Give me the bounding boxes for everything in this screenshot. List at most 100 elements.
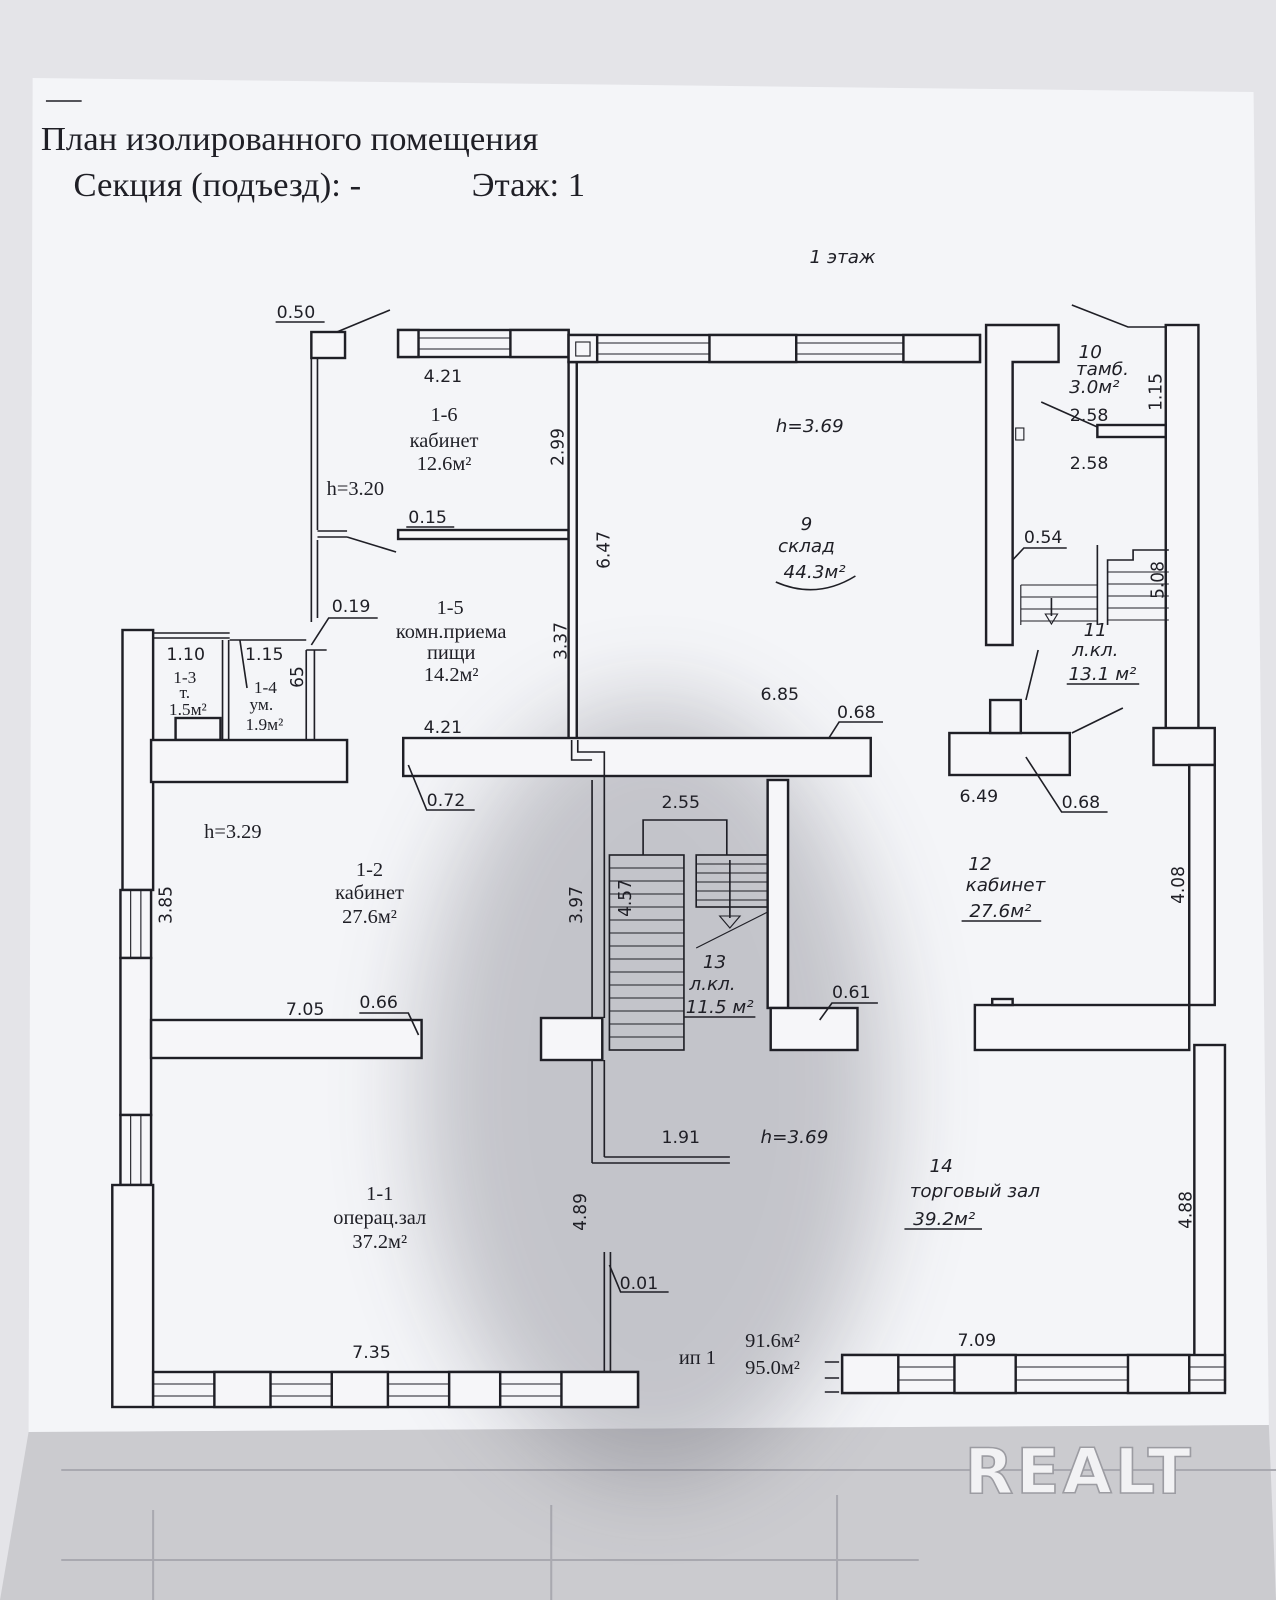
wall-12-stub <box>988 698 1023 735</box>
dim-r10-width-a: 2.58 <box>1070 406 1109 426</box>
stair-arrow-icon <box>1044 613 1059 626</box>
leader-line <box>275 309 391 333</box>
room-number: 1-6 <box>430 404 457 426</box>
dim-r10-depth: 1.15 <box>1147 373 1167 411</box>
ceiling-height-9: h=3.69 <box>776 416 844 437</box>
floor-caption: 1 этаж <box>809 247 876 268</box>
room-name: л.кл. <box>688 974 735 995</box>
wall-block <box>560 1370 640 1409</box>
stair-11-divider <box>1096 545 1169 625</box>
wall-notch <box>990 997 1014 1007</box>
room-name: т. <box>179 683 190 702</box>
photo-shadow <box>418 700 889 1480</box>
room-area: 27.6м² <box>342 906 397 928</box>
room-name: ум. <box>249 695 273 714</box>
wall-12-top <box>948 731 1072 777</box>
dim-r1-1-depth: 4.89 <box>571 1193 591 1231</box>
wall-left-middle <box>119 956 153 1117</box>
window-1-6 <box>418 337 511 350</box>
dim-r13-depth: 4.57 <box>616 879 636 917</box>
room-area: 1.9м² <box>245 715 283 734</box>
dim-r1-2-width: 7.05 <box>286 1000 325 1020</box>
area-underline <box>775 575 856 591</box>
dim-r14-depth: 4.88 <box>1176 1191 1196 1229</box>
wall-1-1-right <box>603 1252 612 1372</box>
room-number: 1-3 <box>173 668 196 687</box>
room-name: тамб. <box>1076 359 1129 380</box>
dim-r1-6-width: 4.21 <box>424 367 463 387</box>
room-number: 11 <box>1084 620 1107 641</box>
stair-13-landing <box>642 819 728 855</box>
partition-1-3-1-4 <box>221 639 248 740</box>
room-1-3-label: 1-3 т. 1.5м² <box>169 668 207 719</box>
tambour-partition <box>1096 423 1167 439</box>
room-1-6-label: 1-6 кабинет 12.6м² <box>410 404 479 475</box>
wall-right-12 <box>1188 763 1216 1007</box>
vertical-dimensions: 2.99 6.47 3.37 65 3.85 3.97 4.57 4.89 4.… <box>156 373 1196 1231</box>
partition-stub <box>317 530 397 553</box>
dim-r12-depth: 4.08 <box>1169 866 1189 904</box>
room-name: кабинет <box>335 882 404 904</box>
dim-wall-1-5: 0.72 <box>427 791 466 811</box>
lower-sheet <box>0 1425 1276 1600</box>
dim-r9-depth: 6.47 <box>594 531 614 569</box>
wall-small-rooms-top <box>153 632 307 641</box>
stair-13-steps-right <box>695 863 768 949</box>
stair-13-flight-left <box>608 854 685 1051</box>
wall-1-2-1-1 <box>149 1018 423 1060</box>
room-number: 1-2 <box>356 859 383 881</box>
room-number: 1-4 <box>254 678 278 697</box>
leader-line <box>1012 547 1067 561</box>
dim-wall-13: 0.61 <box>832 983 871 1003</box>
dim-r10-width-b: 2.58 <box>1070 454 1109 474</box>
dim-wall-1-2: 0.66 <box>359 993 398 1013</box>
room-area: 13.1 м² <box>1069 664 1137 685</box>
dim-r9-width: 6.85 <box>760 685 799 705</box>
dim-door-1-5: 0.19 <box>332 597 371 617</box>
wall-block <box>902 333 982 364</box>
door-mark <box>1015 427 1025 441</box>
dim-wall-1-1: 0.01 <box>620 1274 659 1294</box>
dim-column-top: 0.50 <box>277 303 316 323</box>
wall-block <box>396 328 420 359</box>
wall-block <box>213 1370 272 1409</box>
leader-line <box>828 721 883 739</box>
premises-label: ип 1 <box>679 1347 716 1369</box>
total-area-full: 95.0м² <box>745 1357 800 1379</box>
stair-13-wall-left <box>591 780 730 1164</box>
dim-r13-width: 2.55 <box>661 793 700 813</box>
wall-9-right <box>984 323 1060 647</box>
dim-r1-3-width: 1.10 <box>166 645 205 665</box>
wall-1-4-right <box>305 649 327 740</box>
room-number: 14 <box>929 1156 952 1177</box>
wall-block <box>509 328 570 359</box>
window-left-2 <box>119 1113 153 1187</box>
room-11-label: 11 л.кл. 13.1 м² <box>1069 620 1137 685</box>
wall-block <box>330 1370 390 1409</box>
window-left-1 <box>119 888 153 960</box>
room-name: торговый зал <box>910 1181 1041 1202</box>
wall-block <box>840 1353 900 1395</box>
room-13-label: 13 л.кл. 11.5 м² <box>686 952 754 1018</box>
leader-line <box>310 617 378 646</box>
leader-line <box>608 1264 669 1293</box>
room-area: 39.2м² <box>913 1209 975 1230</box>
room-area: 12.6м² <box>417 453 472 475</box>
wall-block <box>708 333 798 364</box>
total-area-main: 91.6м² <box>745 1330 800 1352</box>
dim-r1-1-width: 7.35 <box>352 1343 391 1363</box>
room-10-label: 10 тамб. 3.0м² <box>1069 342 1129 398</box>
room-12-label: 12 кабинет 27.6м² <box>966 854 1047 922</box>
stair-connection <box>570 740 606 780</box>
wall-1-2-top <box>149 738 349 784</box>
dim-passage-width: 1.91 <box>661 1128 700 1148</box>
dim-wall-12: 0.68 <box>1062 793 1101 813</box>
stair-13-steps-left <box>609 867 684 1038</box>
wall-block <box>953 1353 1017 1395</box>
room-1-2-label: 1-2 кабинет 27.6м² <box>335 859 404 928</box>
room-area: 3.0м² <box>1069 377 1119 398</box>
room-area: 44.3м² <box>784 562 846 583</box>
wall-13-right <box>766 778 790 1010</box>
wall-right-14 <box>1193 1043 1227 1392</box>
